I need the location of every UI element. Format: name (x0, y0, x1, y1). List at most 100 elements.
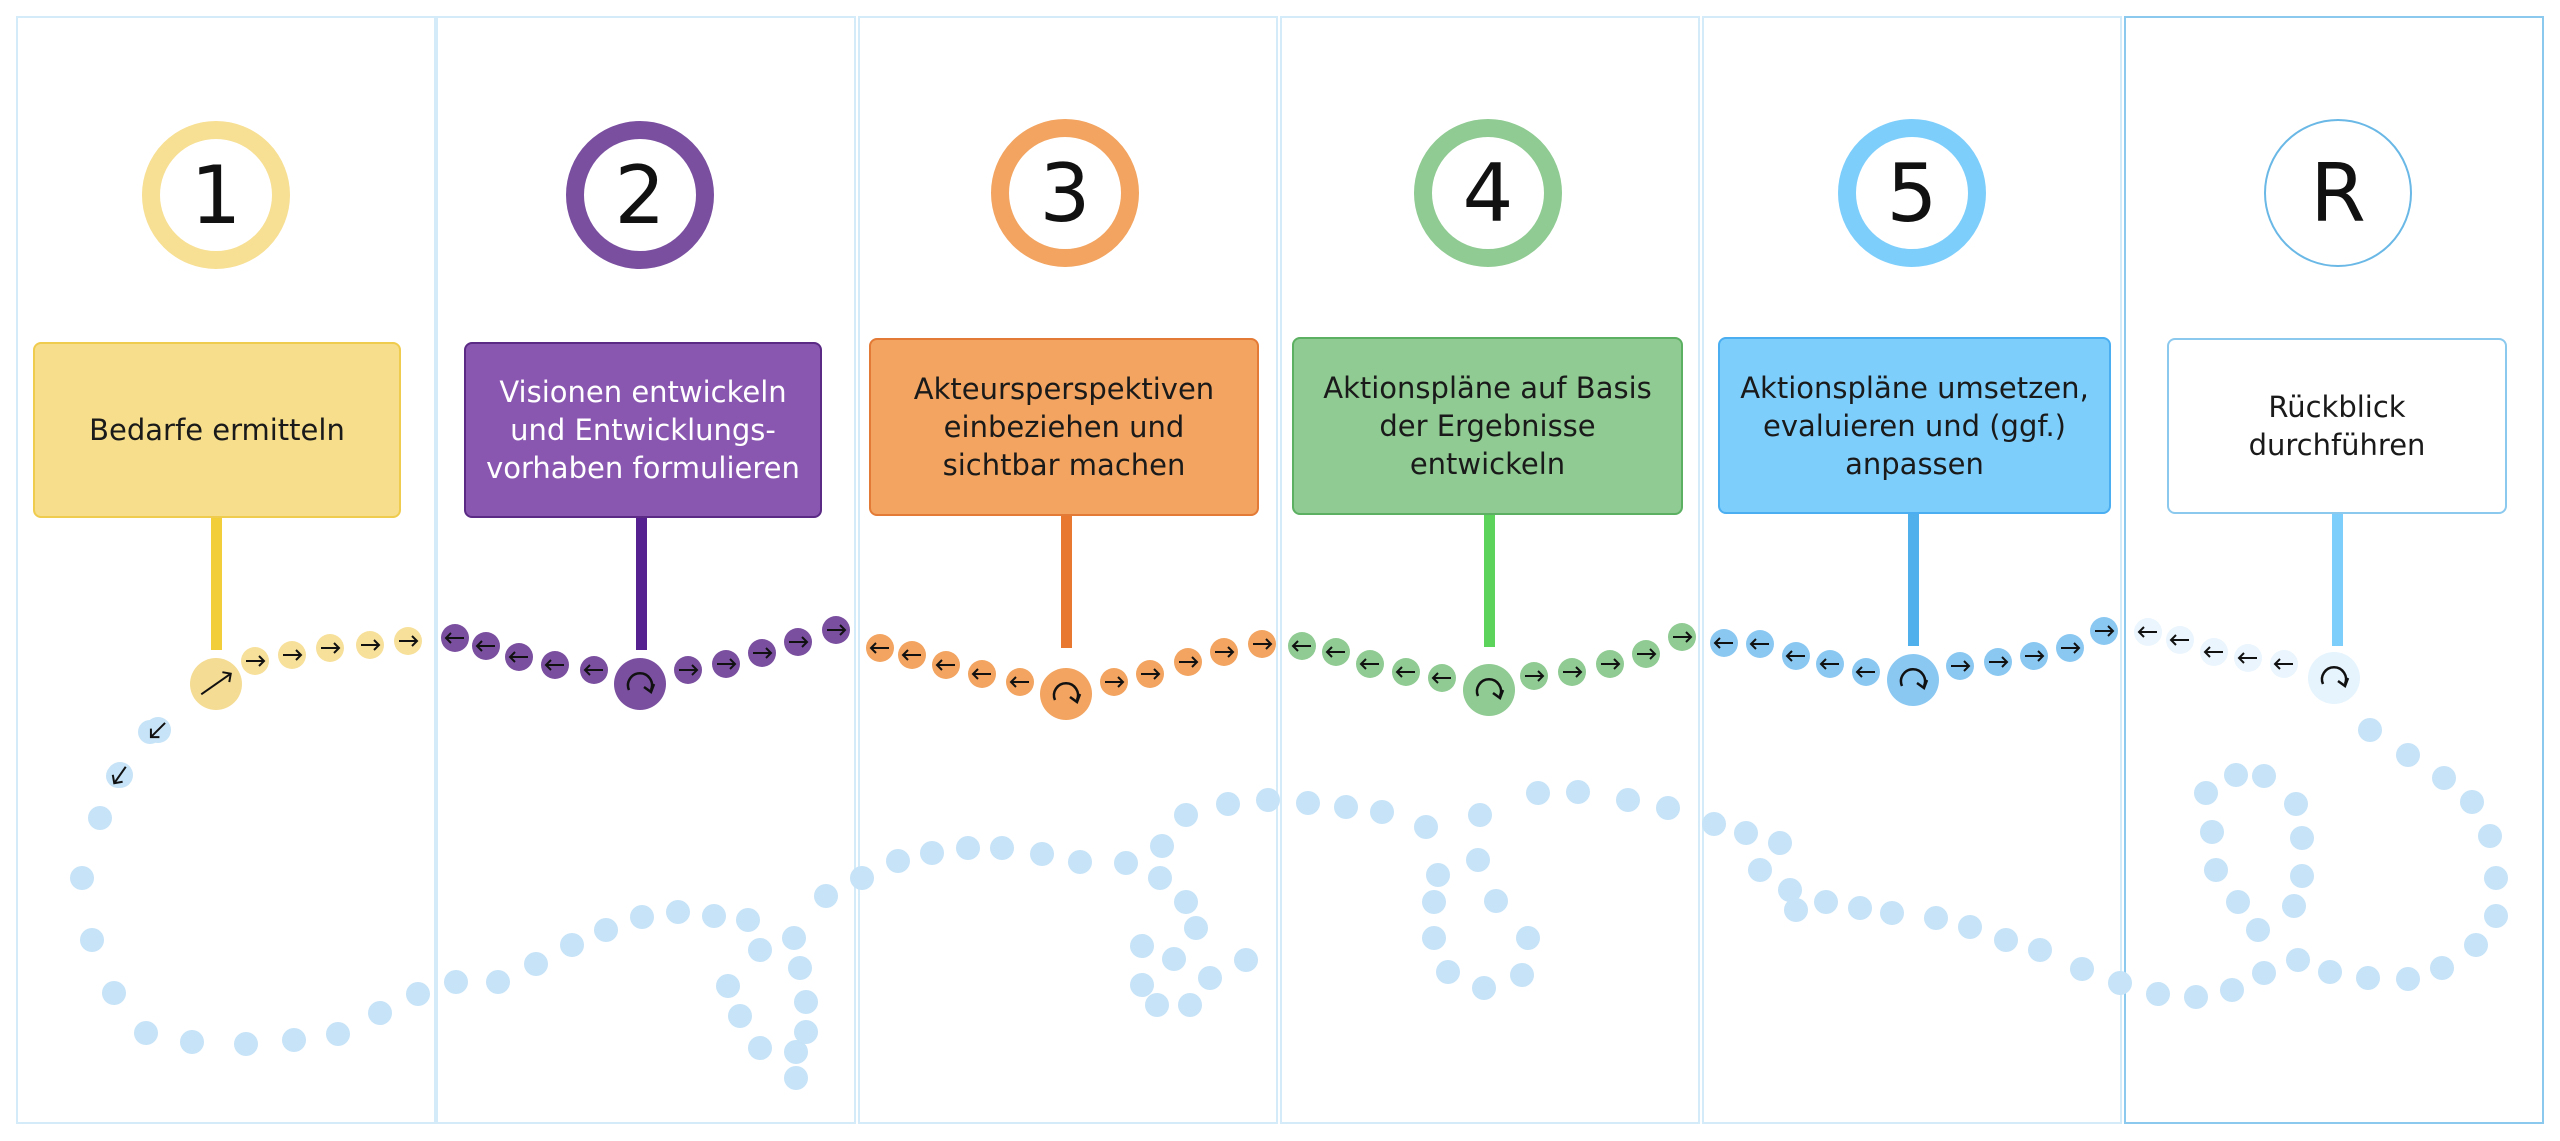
arrow-icon (1179, 656, 1199, 668)
arrow-icon (149, 722, 166, 739)
loop-path-dot (782, 926, 806, 950)
step-2-hub (614, 658, 666, 710)
loop-path-dot (1162, 947, 1186, 971)
step-5-label-box: Aktionspläne umsetzen, evaluieren und (g… (1718, 337, 2111, 514)
step-3-label: Akteursperspektiven einbeziehen und sich… (913, 372, 1215, 482)
loop-path-dot (1958, 915, 1982, 939)
loop-path-dot (784, 1066, 808, 1090)
loop-path-dot (2396, 743, 2420, 767)
loop-path-dot (850, 866, 874, 890)
loop-path-dot (1334, 795, 1358, 819)
arrow-icon (444, 632, 464, 644)
loop-path-dot (794, 990, 818, 1014)
loop-path-dot (956, 836, 980, 860)
column-frame-1 (16, 16, 436, 1124)
loop-path-dot (234, 1032, 258, 1056)
arrow-icon (361, 639, 381, 651)
loop-path-dot (666, 900, 690, 924)
loop-path-dot (1510, 963, 1534, 987)
arrow-icon (2169, 634, 2189, 646)
loop-path-dot (134, 1021, 158, 1045)
arrow-icon (2273, 658, 2293, 670)
step-5-connector (1908, 514, 1919, 646)
step-r-number-circle: R (2264, 119, 2412, 267)
loop-path-dot (1880, 901, 1904, 925)
loop-path-dot (702, 904, 726, 928)
step-3-connector (1061, 516, 1072, 648)
loop-path-dot (2358, 718, 2382, 742)
loop-path-dot (1702, 812, 1726, 836)
arrow-icon (1325, 646, 1345, 658)
step-3-label-box: Akteursperspektiven einbeziehen und sich… (869, 338, 1259, 516)
loop-path-dot (2028, 938, 2052, 962)
loop-path-dot (1734, 821, 1758, 845)
loop-path-dot (748, 938, 772, 962)
loop-path-dot (2220, 978, 2244, 1002)
arrow-icon (1215, 646, 1235, 658)
arrow-icon (717, 658, 737, 670)
arrow-icon (246, 655, 266, 667)
loop-path-dot (1145, 993, 1169, 1017)
step-2-label-box: Visionen entwickeln und Entwicklungs-vor… (464, 342, 822, 518)
arrow-icon (1105, 676, 1125, 688)
step-4-number-circle: 4 (1414, 119, 1562, 267)
arrow-icon (901, 649, 921, 661)
loop-path-dot (1296, 791, 1320, 815)
loop-path-dot (1130, 934, 1154, 958)
loop-path-dot (748, 1036, 772, 1060)
step-2-number-circle: 2 (566, 121, 714, 269)
loop-path-dot (1468, 803, 1492, 827)
arrow-icon (200, 671, 232, 696)
arrow-icon (971, 668, 991, 680)
loop-path-dot (2432, 766, 2456, 790)
loop-path-dot (1174, 803, 1198, 827)
loop-path-dot (2484, 904, 2508, 928)
step-1-label: Bedarfe ermitteln (89, 413, 345, 447)
step-r-number: R (2310, 146, 2366, 240)
arrow-icon (1989, 656, 2009, 668)
arrow-icon (935, 659, 955, 671)
loop-path-dot (794, 1020, 818, 1044)
step-1-label-box: Bedarfe ermitteln (33, 342, 401, 518)
loop-path-dot (788, 956, 812, 980)
cycle-arrow-icon (2320, 666, 2350, 688)
loop-path-dot (102, 981, 126, 1005)
loop-path-dot (1466, 848, 1490, 872)
step-5-label: Aktionspläne umsetzen, evaluieren und (g… (1740, 370, 2089, 481)
step-4-label: Aktionspläne auf Basis der Ergebnisse en… (1323, 371, 1652, 481)
arrow-icon (1951, 660, 1971, 672)
loop-path-dot (814, 884, 838, 908)
arrow-icon (869, 642, 889, 654)
step-5-number-circle: 5 (1838, 119, 1986, 267)
arrow-icon (399, 635, 419, 647)
arrow-icon (1819, 658, 1839, 670)
loop-path-dot (2200, 820, 2224, 844)
loop-path-dot (2246, 918, 2270, 942)
loop-path-dot (1994, 928, 2018, 952)
step-1-number-circle: 1 (142, 121, 290, 269)
loop-path-dot (736, 908, 760, 932)
step-5-number: 5 (1886, 146, 1938, 240)
loop-path-dot (1148, 866, 1172, 890)
arrow-icon (789, 636, 809, 648)
step-6-hub (2308, 652, 2360, 704)
loop-path-dot (1150, 834, 1174, 858)
arrow-icon (1395, 666, 1415, 678)
loop-path-dot (1030, 842, 1054, 866)
arrow-icon (827, 624, 847, 636)
cycle-arrow-icon (1899, 668, 1929, 690)
step-4-number: 4 (1462, 146, 1514, 240)
loop-path-dot (1656, 796, 1680, 820)
arrow-icon (1637, 648, 1657, 660)
loop-path-dot (728, 1004, 752, 1028)
loop-path-dot (2284, 792, 2308, 816)
loop-path-dot (630, 905, 654, 929)
loop-path-dot (1472, 976, 1496, 1000)
loop-path-dot (1130, 973, 1154, 997)
loop-path-dot (1068, 850, 1092, 874)
loop-path-dot (1436, 960, 1460, 984)
cycle-arrow-icon (1475, 678, 1505, 700)
step-3-number-circle: 3 (991, 119, 1139, 267)
arrow-icon (1749, 638, 1769, 650)
